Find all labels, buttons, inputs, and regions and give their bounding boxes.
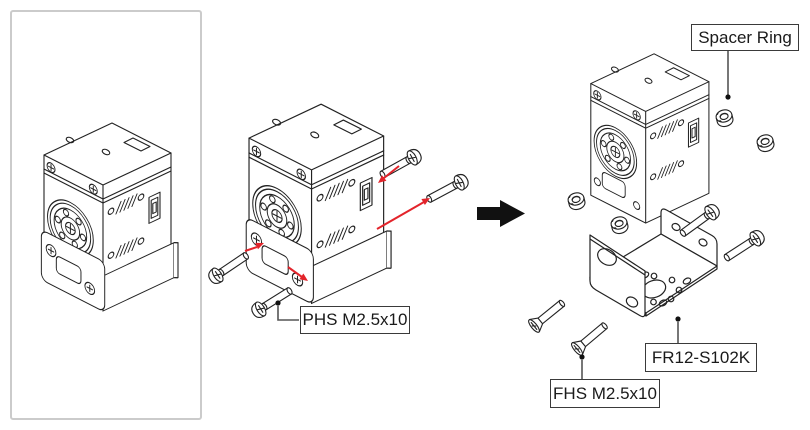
step-arrow-icon	[477, 200, 525, 227]
label-spacer-ring: Spacer Ring	[691, 24, 799, 51]
servo-exploded-bracket-view	[526, 53, 776, 358]
insertion-arrow-icon	[244, 165, 430, 281]
leader-lines	[277, 51, 729, 379]
servo-exploded-screws-view	[205, 103, 472, 321]
servo-assembled-view	[40, 122, 179, 314]
label-fhs-screw: FHS M2.5x10	[550, 379, 660, 408]
label-phs-screw: PHS M2.5x10	[300, 306, 410, 334]
label-fr12-bracket: FR12-S102K	[645, 343, 757, 372]
leader-dots	[275, 94, 731, 360]
fr12-bracket	[589, 208, 718, 318]
